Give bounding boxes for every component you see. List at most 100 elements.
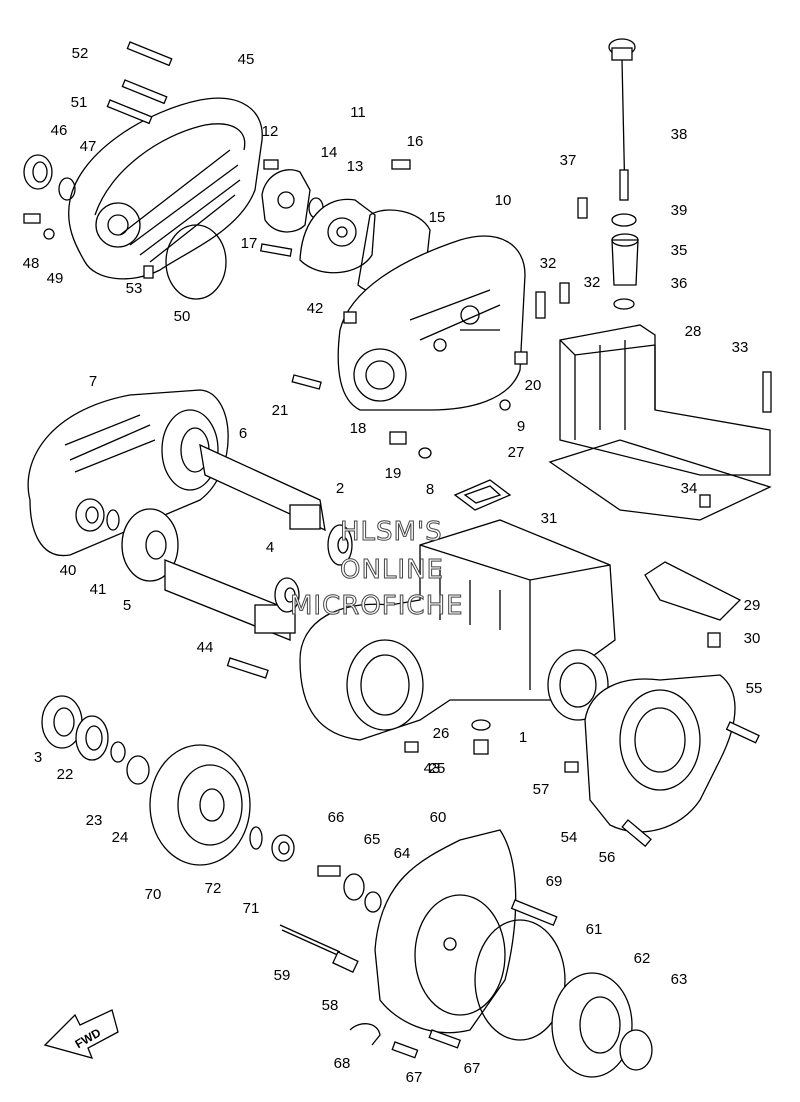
bolt-30 xyxy=(707,632,721,648)
callout-1: 1 xyxy=(519,729,527,746)
callout-65: 65 xyxy=(364,831,381,848)
bolt-56 xyxy=(621,819,652,848)
callout-44: 44 xyxy=(197,639,214,656)
washer-26 xyxy=(471,719,491,731)
callout-51: 51 xyxy=(71,94,88,111)
callout-31: 31 xyxy=(541,510,558,527)
callout-61: 61 xyxy=(586,921,603,938)
o-ring-36 xyxy=(613,298,635,310)
callout-60: 60 xyxy=(430,809,447,826)
bolt-67a xyxy=(391,1041,419,1059)
shaft-6 xyxy=(199,443,326,532)
oil-tank-28 xyxy=(559,324,771,476)
callout-labels: 1234567891011121314151617181920212223242… xyxy=(23,45,763,1086)
cover-62 xyxy=(551,972,633,1078)
washer-49 xyxy=(43,228,55,240)
collar-64 xyxy=(364,891,382,913)
callout-52: 52 xyxy=(72,45,89,62)
callout-4: 4 xyxy=(266,539,274,556)
watermark-line-3: MICROFICHE xyxy=(290,591,464,621)
seal-46 xyxy=(23,154,53,190)
callout-54: 54 xyxy=(561,829,578,846)
gear-5 xyxy=(121,508,296,641)
bolts-51-52 xyxy=(106,41,173,125)
bolt-32b xyxy=(559,282,570,304)
belt-7 xyxy=(27,389,229,557)
gasket-61 xyxy=(474,919,566,1041)
callout-11: 11 xyxy=(350,104,366,121)
plug-18 xyxy=(389,431,407,445)
callout-6: 6 xyxy=(239,425,247,442)
callout-25: 25 xyxy=(429,760,446,777)
gasket-50 xyxy=(165,224,227,300)
dowel-34 xyxy=(699,494,711,508)
callout-26: 26 xyxy=(433,725,450,742)
callout-19: 19 xyxy=(385,465,402,482)
bolt-67b xyxy=(428,1029,462,1049)
callout-22: 22 xyxy=(57,766,74,783)
collar-24 xyxy=(126,755,150,785)
callout-5: 5 xyxy=(123,597,131,614)
callout-49: 49 xyxy=(47,270,64,287)
callout-72: 72 xyxy=(205,880,222,897)
pulley-70 xyxy=(149,744,251,866)
callout-42: 42 xyxy=(307,300,324,317)
bolt-66 xyxy=(317,865,341,877)
o-ring-47 xyxy=(58,177,76,201)
gasket-31 xyxy=(548,439,772,521)
callout-48: 48 xyxy=(23,255,40,272)
callout-47: 47 xyxy=(80,138,97,155)
watermark-line-2: ONLINE xyxy=(340,555,444,585)
callout-59: 59 xyxy=(274,967,291,984)
bolt-48 xyxy=(23,213,41,224)
dipstick-38 xyxy=(608,38,636,201)
callout-40: 40 xyxy=(60,562,77,579)
callout-67: 67 xyxy=(406,1069,423,1086)
gasket-27 xyxy=(453,479,512,511)
bolt-12b xyxy=(263,159,279,170)
callout-35: 35 xyxy=(671,242,688,259)
callout-30: 30 xyxy=(744,630,761,647)
watermark-line-1: HLSM'S xyxy=(340,517,443,547)
callout-46: 46 xyxy=(51,122,68,139)
callout-33: 33 xyxy=(732,339,749,356)
fwd-arrow: FWD xyxy=(43,1009,119,1059)
callout-27: 27 xyxy=(508,444,525,461)
callout-32: 32 xyxy=(540,255,557,272)
callout-64: 64 xyxy=(394,845,411,862)
callout-9: 9 xyxy=(517,418,525,435)
nut-71 xyxy=(271,834,295,862)
bolt-69 xyxy=(510,899,558,927)
washer-72 xyxy=(249,826,263,850)
callout-17: 17 xyxy=(241,235,258,252)
callout-66: 66 xyxy=(328,809,345,826)
callout-21: 21 xyxy=(272,402,289,419)
cover-60 xyxy=(374,829,517,1034)
callout-37: 37 xyxy=(560,152,577,169)
callout-70: 70 xyxy=(145,886,162,903)
o-ring-39 xyxy=(611,213,637,227)
callout-71: 71 xyxy=(243,900,260,917)
dowel-53 xyxy=(143,265,154,279)
pin-58 xyxy=(332,951,359,974)
bolt-44 xyxy=(226,657,269,679)
inner-cover-10 xyxy=(337,235,526,411)
callout-16: 16 xyxy=(407,133,424,150)
dowel-20 xyxy=(514,351,528,365)
callout-41: 41 xyxy=(90,581,107,598)
right-cover-54 xyxy=(584,674,736,833)
nut-40 xyxy=(75,498,105,532)
bracket-29 xyxy=(644,561,742,621)
callout-55: 55 xyxy=(746,680,763,697)
drain-plug-25 xyxy=(473,739,489,755)
seal-22 xyxy=(75,715,109,761)
clip-68 xyxy=(349,1023,381,1046)
shaft-59 xyxy=(279,924,343,958)
callout-2: 2 xyxy=(336,480,344,497)
washer-41 xyxy=(106,509,120,531)
o-ring-23 xyxy=(110,741,126,763)
callout-62: 62 xyxy=(634,950,651,967)
filler-neck-35 xyxy=(611,233,639,286)
callout-53: 53 xyxy=(126,280,143,297)
